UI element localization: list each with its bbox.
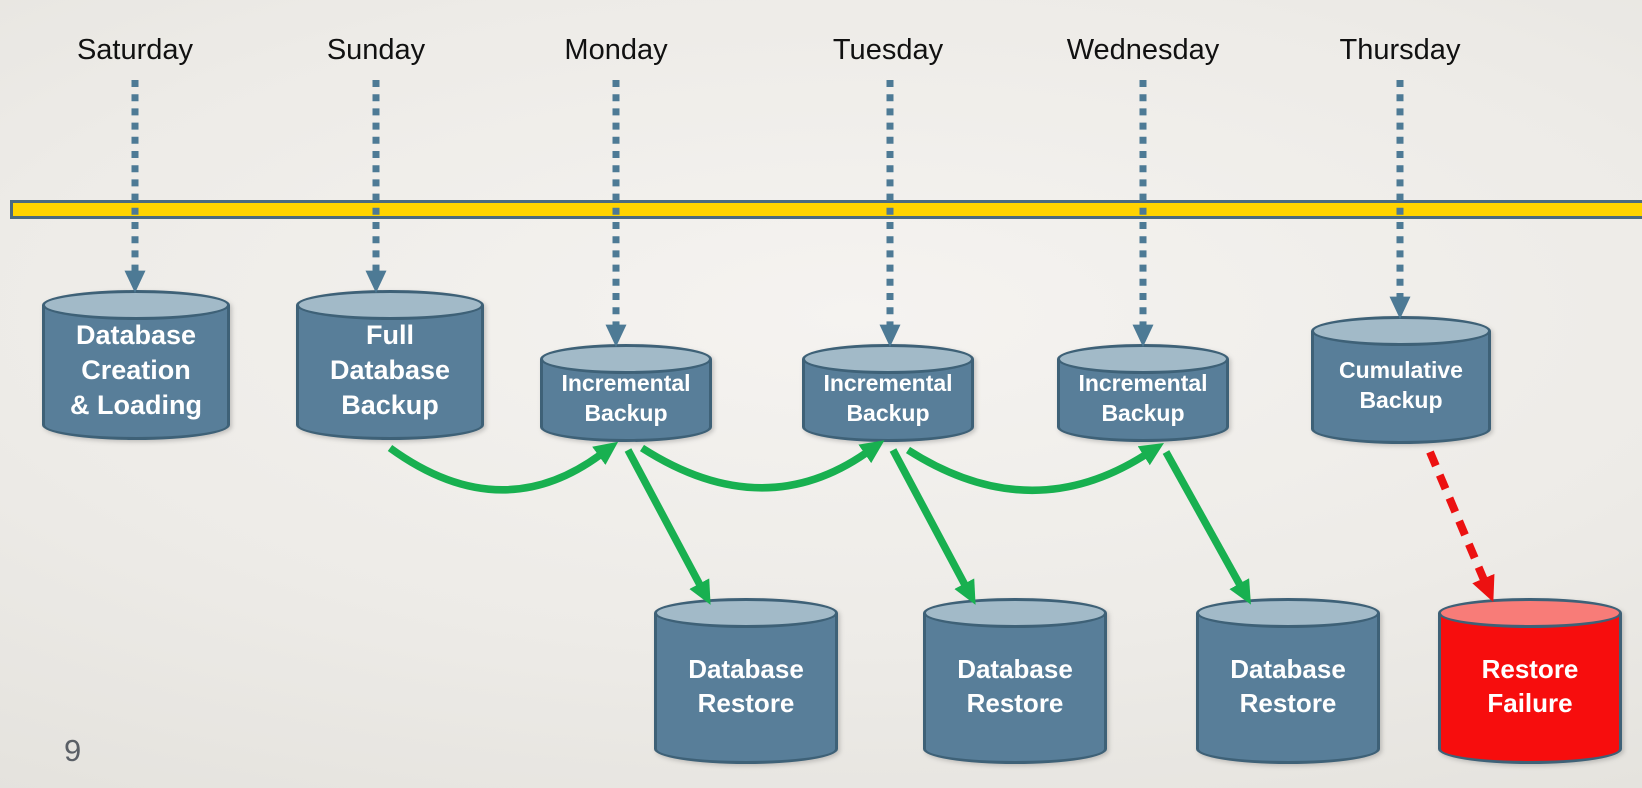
arrow-full-to-incremental-monday [387, 441, 619, 494]
arrow-incremental-tuesday-to-wednesday [905, 442, 1165, 495]
day-label-tuesday: Tuesday [832, 34, 944, 66]
day-label-monday: Monday [564, 34, 668, 66]
cylinder-full-database-backup: Full Database Backup [296, 290, 484, 440]
cylinder-body [1196, 613, 1380, 749]
cylinder-label: Incremental Backup [823, 369, 953, 426]
cylinder-label: Restore Failure [1481, 653, 1579, 718]
cylinder-database-restore-1: Database Restore [654, 598, 838, 764]
arrow-cumulative-to-failure [1426, 450, 1495, 603]
cylinder-body [42, 305, 230, 425]
cylinder-label: Incremental Backup [1078, 369, 1208, 426]
cylinder-database-restore-3: Database Restore [1196, 598, 1380, 764]
cylinder-label: Database Creation & Loading [70, 320, 202, 421]
cylinder-body [1438, 613, 1622, 749]
cylinder-label: Database Restore [957, 653, 1073, 718]
cylinder-label: Full Database Backup [329, 320, 451, 421]
arrow-incremental-monday-to-tuesday [639, 440, 885, 492]
arrow-wednesday-to-restore-3 [1162, 450, 1251, 605]
cylinder-label: Incremental Backup [561, 369, 691, 426]
arrow-tuesday-to-restore-2 [889, 448, 976, 605]
cylinder-body [296, 305, 484, 425]
day-label-sunday: Sunday [326, 34, 426, 66]
cylinder-label: Cumulative Backup [1339, 356, 1463, 413]
cylinder-incremental-backup-wednesday: Incremental Backup [1057, 344, 1229, 442]
cylinder-top [540, 344, 712, 374]
cylinder-body [923, 613, 1107, 749]
cylinder-top [296, 290, 484, 320]
cylinder-top [1196, 598, 1380, 628]
cylinder-restore-failure: Restore Failure [1438, 598, 1622, 764]
cylinder-incremental-backup-tuesday: Incremental Backup [802, 344, 974, 442]
day-label-wednesday: Wednesday [1066, 34, 1220, 66]
cylinder-top [654, 598, 838, 628]
page-number: 9 [64, 733, 82, 768]
cylinder-body [654, 613, 838, 749]
cylinder-body [1311, 331, 1491, 429]
cylinder-top [923, 598, 1107, 628]
cylinder-database-restore-2: Database Restore [923, 598, 1107, 764]
timeline-bar [10, 200, 1642, 219]
cylinder-cumulative-backup: Cumulative Backup [1311, 316, 1491, 444]
day-label-thursday: Thursday [1339, 34, 1461, 66]
cylinder-incremental-backup-monday: Incremental Backup [540, 344, 712, 442]
cylinder-database-creation: Database Creation & Loading [42, 290, 230, 440]
cylinder-top [1438, 598, 1622, 628]
day-label-saturday: Saturday [76, 34, 194, 66]
cylinder-label: Database Restore [1230, 653, 1346, 718]
arrow-monday-to-restore-1 [624, 448, 711, 605]
cylinder-label: Database Restore [688, 653, 804, 718]
